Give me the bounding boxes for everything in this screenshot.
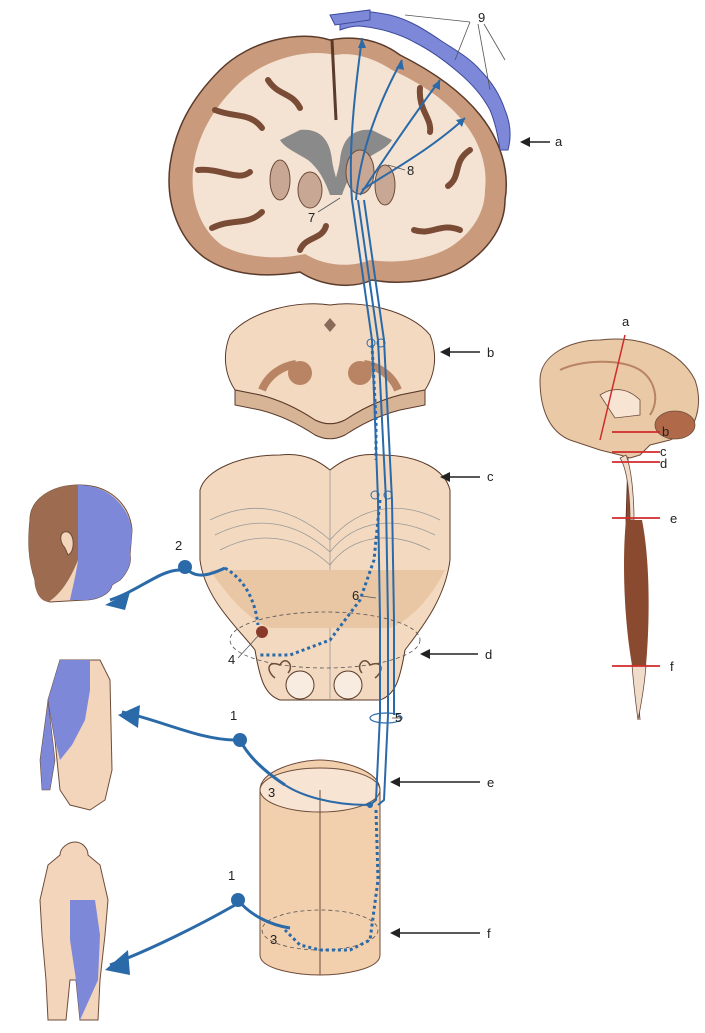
- label-6: 6: [352, 588, 359, 603]
- label-3-lower: 3: [270, 932, 277, 947]
- label-1-lower: 1: [228, 868, 235, 883]
- upper-body-figure: [40, 660, 112, 810]
- label-2: 2: [175, 538, 182, 553]
- label-d: d: [485, 647, 492, 662]
- label-4: 4: [228, 652, 235, 667]
- head-profile-figure: [29, 485, 132, 602]
- label-c: c: [487, 469, 494, 484]
- midbrain-section: [225, 304, 434, 439]
- inset-label-e: e: [670, 511, 677, 526]
- label-9: 9: [478, 10, 485, 25]
- inset-label-b: b: [662, 424, 669, 439]
- label-1-upper: 1: [230, 708, 237, 723]
- cerebral-hemisphere-section: [169, 10, 510, 285]
- label-3-upper: 3: [268, 785, 275, 800]
- inset-label-d: d: [660, 456, 667, 471]
- label-e: e: [487, 775, 494, 790]
- label-7: 7: [308, 210, 315, 225]
- lower-body-figure: [40, 842, 108, 1020]
- label-a: a: [555, 134, 563, 149]
- label-f: f: [487, 926, 491, 941]
- inset-brain-spinal-cord: [540, 339, 699, 720]
- label-b: b: [487, 345, 494, 360]
- label-5: 5: [395, 710, 402, 725]
- pons-medulla-section: [200, 454, 450, 700]
- inset-label-a: a: [622, 314, 630, 329]
- inset-label-f: f: [670, 659, 674, 674]
- label-8: 8: [407, 163, 414, 178]
